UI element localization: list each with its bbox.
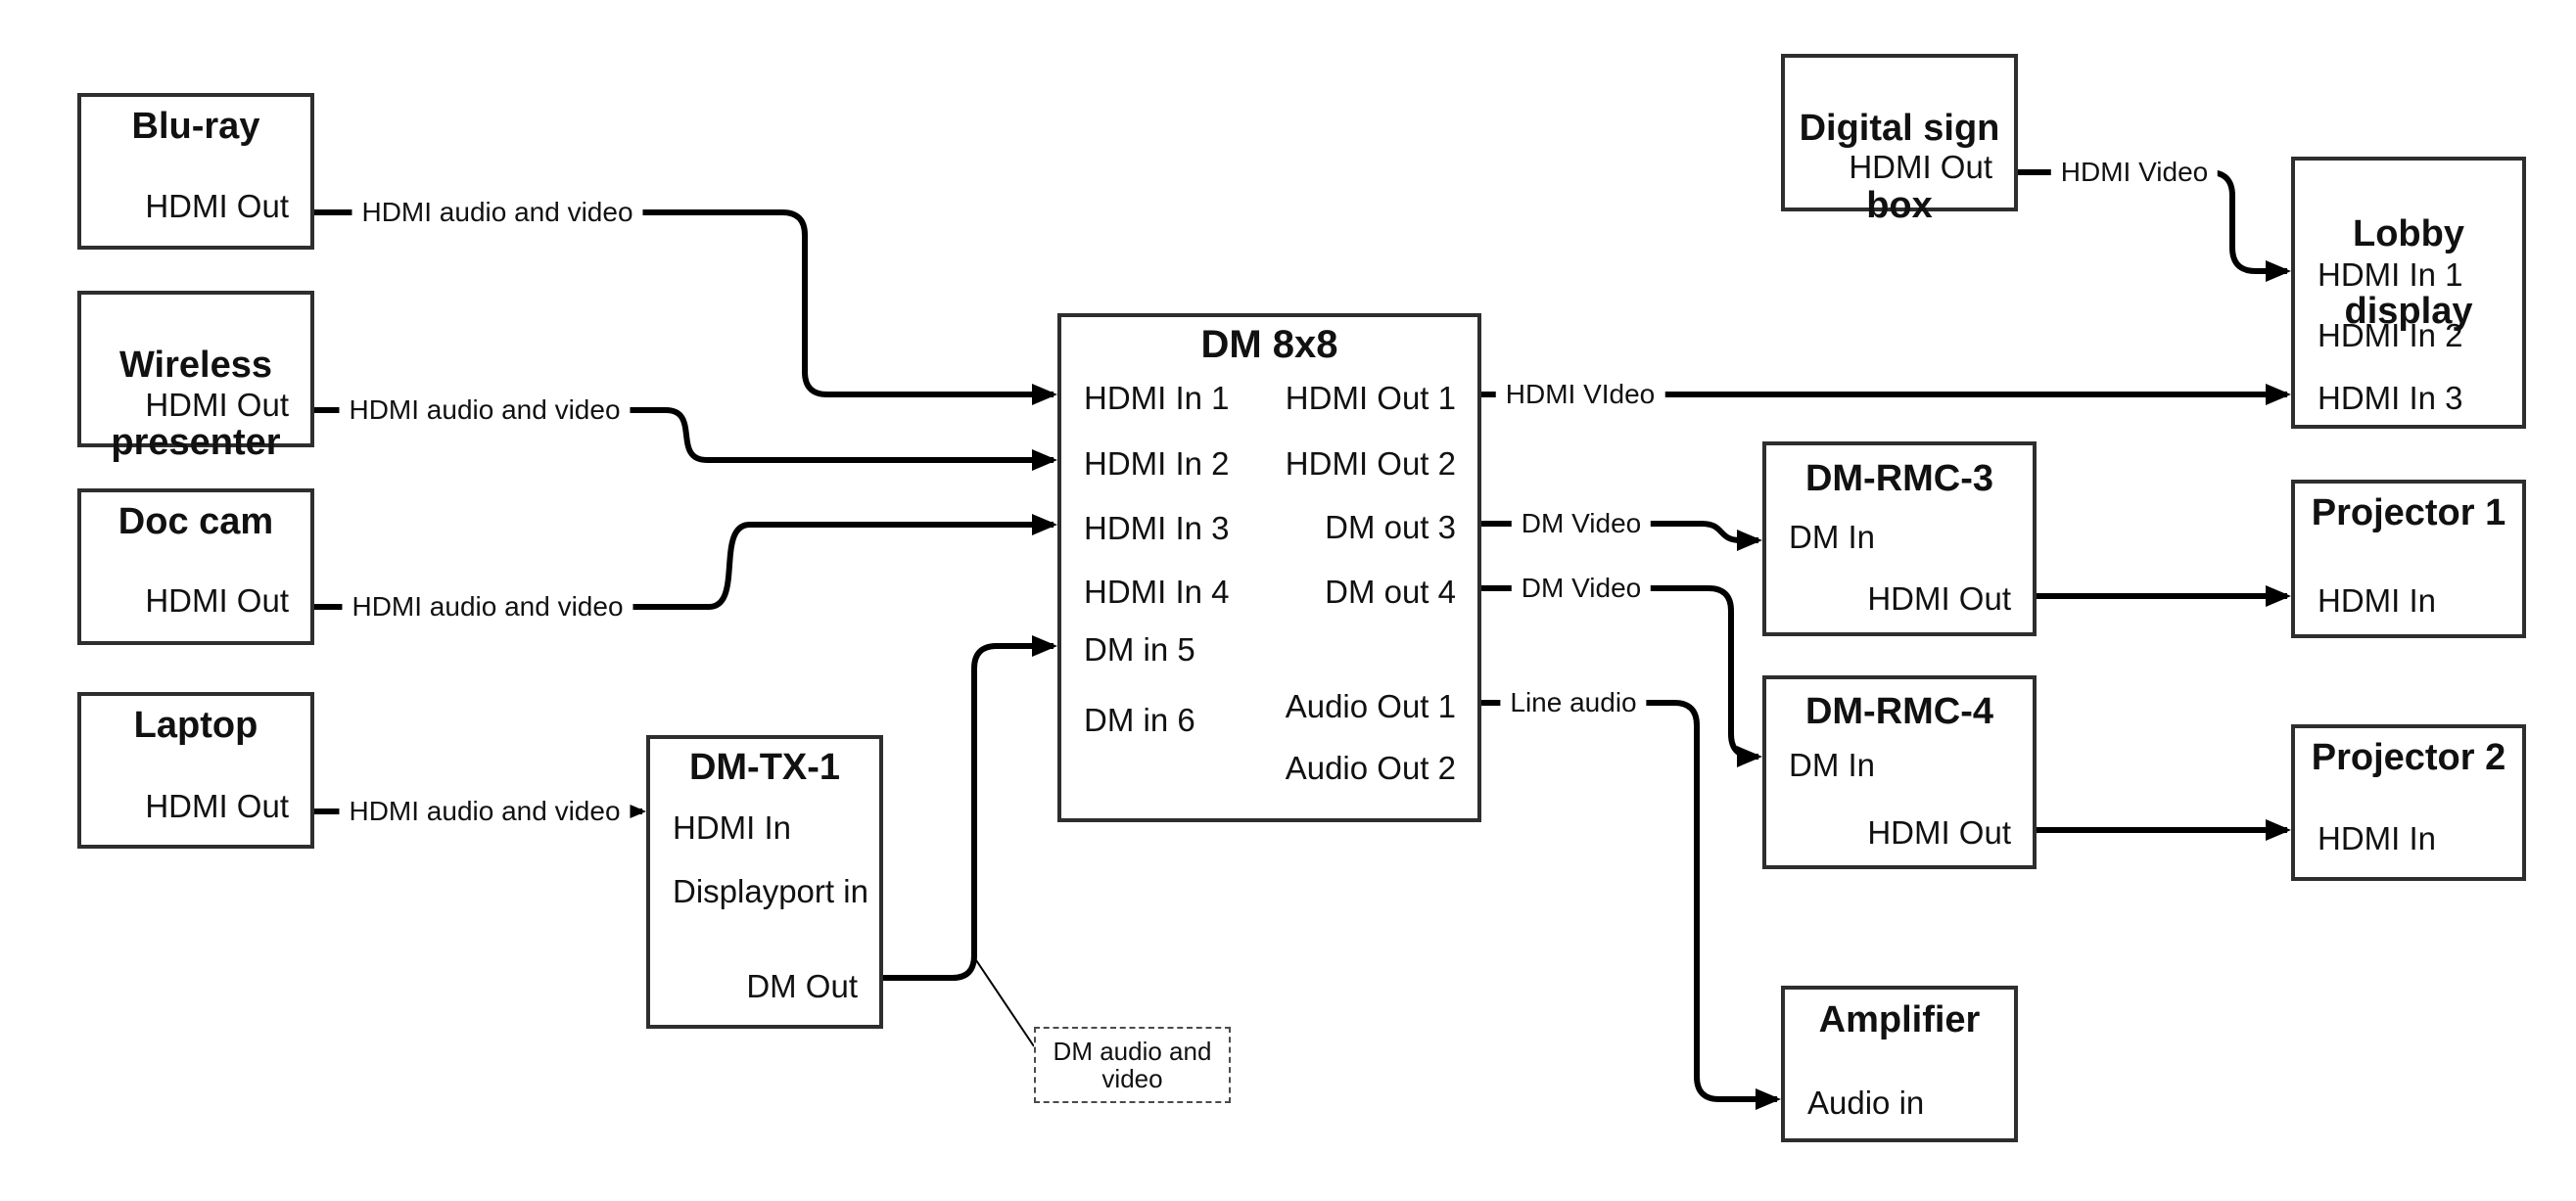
edge-label-dm-video-out4: DM Video — [1511, 572, 1652, 605]
port-proj1-hdmi-in: HDMI In — [2318, 582, 2437, 619]
port-wireless-hdmi-out: HDMI Out — [145, 387, 289, 423]
node-proj1-title: Projector 1 — [2311, 492, 2506, 533]
port-dm8x8-hdmi-in-1: HDMI In 1 — [1084, 380, 1230, 416]
node-laptop-title: Laptop — [133, 705, 258, 746]
port-dm8x8-hdmi-in-2: HDMI In 2 — [1084, 445, 1230, 482]
node-amp-title: Amplifier — [1818, 999, 1981, 1040]
node-dm-8x8: DM 8x8 HDMI In 1 HDMI In 2 HDMI In 3 HDM… — [1057, 313, 1481, 822]
node-wireless-title-line1: Wireless — [119, 344, 272, 386]
edge-label-bluray-hdmi-av: HDMI audio and video — [351, 196, 643, 229]
port-dm8x8-hdmi-out-2: HDMI Out 2 — [1285, 445, 1456, 482]
port-dmrmc3-dm-in: DM In — [1789, 519, 1876, 555]
port-dmtx1-hdmi-in: HDMI In — [673, 809, 792, 846]
node-proj2-title: Projector 2 — [2311, 737, 2506, 778]
port-dmrmc3-hdmi-out: HDMI Out — [1867, 580, 2011, 617]
port-dm8x8-dm-in-6: DM in 6 — [1084, 702, 1195, 738]
port-dmrmc4-hdmi-out: HDMI Out — [1867, 814, 2011, 851]
node-bluray: Blu-ray HDMI Out — [77, 93, 314, 250]
node-doccam-title: Doc cam — [117, 501, 274, 542]
port-lobby-hdmi-in-1: HDMI In 1 — [2318, 256, 2463, 293]
edge-label-doccam-hdmi-av: HDMI audio and video — [342, 590, 633, 624]
node-projector-2: Projector 2 HDMI In — [2291, 724, 2526, 881]
node-dmtx1-title: DM-TX-1 — [688, 747, 841, 788]
edge-dm8x8-out4-to-dmrmc4 — [1481, 585, 1762, 767]
node-laptop: Laptop HDMI Out — [77, 692, 314, 849]
edge-bluray-to-dm8x8-in1 — [314, 209, 1057, 405]
node-digital-sign-box: Digital sign box HDMI Out — [1781, 54, 2018, 224]
node-wireless-title-line2: presenter — [111, 421, 281, 463]
edge-label-line-audio: Line audio — [1500, 686, 1647, 719]
node-lobby-title-line2: display — [2344, 290, 2473, 332]
port-digisign-hdmi-out: HDMI Out — [1849, 149, 1992, 185]
edge-label-wireless-hdmi-av: HDMI audio and video — [339, 393, 631, 427]
node-lobby-display: Lobby display HDMI In 1 HDMI In 2 HDMI I… — [2291, 157, 2526, 429]
port-dm8x8-audio-out-1: Audio Out 1 — [1285, 688, 1456, 724]
callout-dm-audio-and-video: DM audio and video — [1034, 1027, 1231, 1103]
node-dm-tx-1: DM-TX-1 HDMI In Displayport in DM Out — [646, 735, 883, 1029]
port-dm8x8-hdmi-in-4: HDMI In 4 — [1084, 574, 1230, 610]
node-dm-rmc-4: DM-RMC-4 DM In HDMI Out — [1762, 675, 2037, 869]
port-dm8x8-dm-out-3: DM out 3 — [1325, 509, 1456, 545]
node-dm-rmc-3: DM-RMC-3 DM In HDMI Out — [1762, 441, 2037, 636]
port-lobby-hdmi-in-2: HDMI In 2 — [2318, 317, 2463, 353]
port-dmtx1-displayport-in: Displayport in — [673, 873, 868, 909]
node-dmrmc4-title: DM-RMC-4 — [1804, 691, 1994, 732]
edge-dm8x8-audio1-to-amp — [1481, 700, 1781, 1110]
edge-label-hdmi-video-sign: HDMI Video — [2050, 156, 2219, 189]
node-wireless-title: Wireless presenter — [81, 307, 310, 462]
port-doccam-hdmi-out: HDMI Out — [145, 582, 289, 619]
callout-line2: video — [1101, 1064, 1163, 1093]
callout-line1: DM audio and — [1053, 1036, 1212, 1066]
port-lobby-hdmi-in-3: HDMI In 3 — [2318, 380, 2463, 416]
edge-doccam-to-dm8x8-in3 — [314, 514, 1057, 610]
callout-leader-line — [975, 959, 1035, 1047]
node-digisign-title-line1: Digital sign — [1799, 107, 2000, 149]
node-lobby-title: Lobby display — [2295, 176, 2522, 331]
port-dm8x8-hdmi-out-1: HDMI Out 1 — [1285, 380, 1456, 416]
node-bluray-title: Blu-ray — [131, 106, 260, 147]
edge-wireless-to-dm8x8-in2 — [314, 407, 1057, 471]
node-wireless-presenter: Wireless presenter HDMI Out — [77, 291, 314, 461]
port-laptop-hdmi-out: HDMI Out — [145, 788, 289, 824]
edge-dm8x8-out3-to-dmrmc3 — [1481, 521, 1762, 551]
node-projector-1: Projector 1 HDMI In — [2291, 480, 2526, 638]
edge-dmtx1-to-dm8x8-in5 — [883, 635, 1057, 981]
edge-label-dm-video-out3: DM Video — [1511, 507, 1652, 540]
port-proj2-hdmi-in: HDMI In — [2318, 820, 2437, 856]
node-dmrmc3-title: DM-RMC-3 — [1804, 458, 1994, 499]
port-dmrmc4-dm-in: DM In — [1789, 747, 1876, 783]
edge-label-laptop-hdmi-av: HDMI audio and video — [339, 795, 631, 828]
port-dm8x8-dm-out-4: DM out 4 — [1325, 574, 1456, 610]
node-doc-cam: Doc cam HDMI Out — [77, 488, 314, 645]
port-dmtx1-dm-out: DM Out — [746, 968, 858, 1004]
port-dm8x8-audio-out-2: Audio Out 2 — [1285, 750, 1456, 786]
node-digisign-title: Digital sign box — [1785, 70, 2014, 225]
port-bluray-hdmi-out: HDMI Out — [145, 188, 289, 224]
edge-label-hdmi-video-long: HDMI VIdeo — [1495, 378, 1665, 411]
port-amp-audio-in: Audio in — [1807, 1085, 1925, 1121]
node-dm8x8-title: DM 8x8 — [1200, 323, 1338, 366]
node-amplifier: Amplifier Audio in — [1781, 986, 2018, 1142]
node-digisign-title-line2: box — [1866, 184, 1933, 226]
edge-digisign-to-lobby-in1 — [2017, 169, 2291, 282]
port-dm8x8-hdmi-in-3: HDMI In 3 — [1084, 510, 1230, 546]
node-lobby-title-line1: Lobby — [2353, 212, 2464, 254]
port-dm8x8-dm-in-5: DM in 5 — [1084, 631, 1195, 668]
